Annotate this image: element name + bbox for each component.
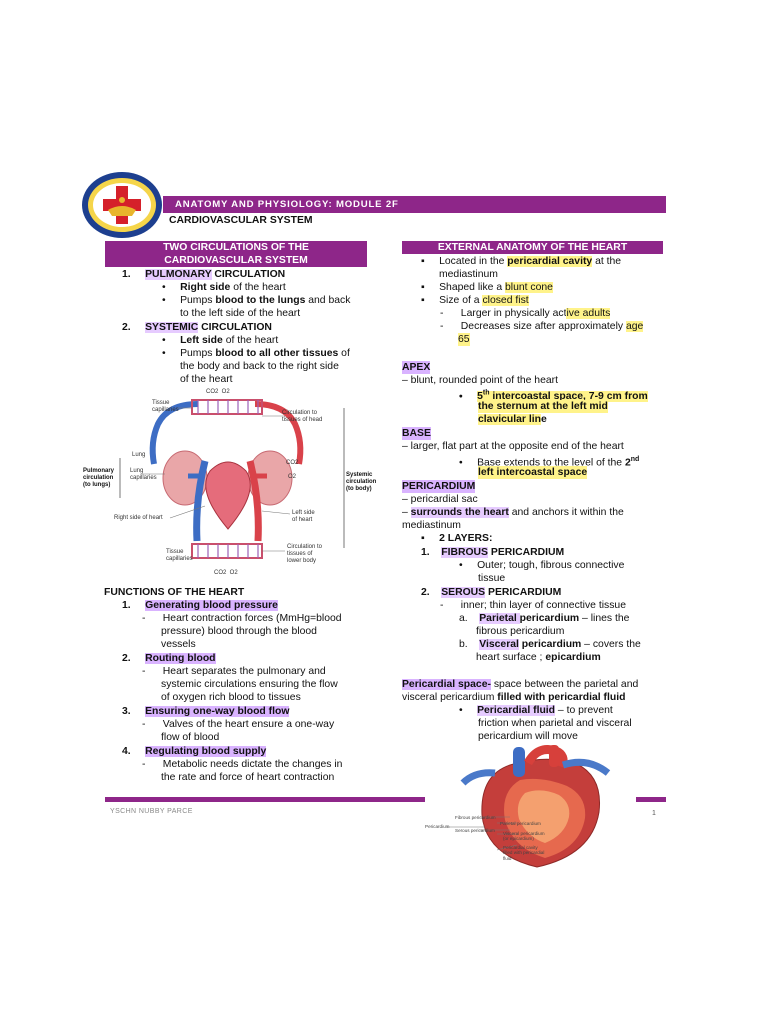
fig-label-circulation-lower-body: Circulation to tissues of lower body [287, 544, 323, 564]
function-1-desc2: pressure) blood through the blood [161, 626, 317, 637]
fig-label-lung: Lung [132, 452, 146, 458]
base-desc: – larger, flat part at the opposite end … [402, 441, 624, 452]
function-3-desc1: - Valves of the heart ensure a one-way [142, 719, 335, 730]
visceral-item-cont: heart surface ; epicardium [476, 652, 601, 663]
apex-bullet-cont1: the sternum at the left mid [478, 400, 608, 414]
function-2: 2. Routing blood [122, 653, 216, 664]
function-4-desc2: the rate and force of heart contraction [161, 772, 335, 783]
function-4: 4. Regulating blood supply [122, 746, 267, 757]
base-heading: BASE [402, 427, 431, 441]
layer-2-serous: 2. SEROUS PERICARDIUM [421, 587, 562, 598]
bullet-size: ▪ Size of a closed fist [421, 295, 529, 306]
dash-larger: - Larger in physically active adults [440, 308, 611, 319]
page-subtitle: CARDIOVASCULAR SYSTEM [169, 215, 313, 226]
section-header-circulations: TWO CIRCULATIONS OF THE CARDIOVASCULAR S… [105, 241, 367, 267]
fig-label-co2-o2-bottom: CO2 O2 [214, 570, 238, 576]
pericardium-desc2: – surrounds the heart and anchors it wit… [402, 507, 624, 518]
fig-label-systemic-circulation: Systemic circulation (to body) [346, 472, 377, 492]
module-header-bar [163, 196, 666, 213]
pericardium-heading: PERICARDIUM [402, 480, 476, 494]
fig2-label-visceral: Visceral pericardium (or epicardium) [503, 831, 545, 842]
function-2-desc3: of oxygen rich blood to tissues [161, 692, 301, 703]
fig2-label-cavity: Pericardial cavity filled with pericardi… [503, 845, 545, 861]
apex-heading: APEX [402, 361, 431, 375]
fig-label-pulmonary-circulation: Pulmonary circulation (to lungs) [83, 468, 115, 488]
pericardial-fluid-cont1: friction when parietal and visceral [478, 718, 632, 729]
pericardial-space-cont: visceral pericardium filled with pericar… [402, 692, 626, 703]
apex-bullet: • 5th intercoastal space, 7-9 cm from [459, 390, 648, 403]
function-2-desc1: - Heart separates the pulmonary and [142, 666, 326, 677]
parietal-item-cont: fibrous pericardium [476, 626, 565, 637]
parietal-item: a. Parietal pericardium – lines the [459, 613, 630, 624]
fig-label-co2-o2-top: CO2 O2 [206, 389, 230, 395]
layer-1-desc2: tissue [478, 573, 506, 584]
layer-1-desc1: • Outer; tough, fibrous connective [459, 560, 625, 571]
fig2-label-serous: Serous pericardium [455, 828, 495, 833]
footer-bar-right [636, 797, 666, 802]
bullet-pumps-lungs: • Pumps blood to the lungs and back [162, 295, 351, 306]
fig-label-left-side-heart: Left side of heart [292, 510, 315, 523]
fig-label-tissue-capillaries-bottom: Tissue capillaries [166, 549, 193, 562]
bullet-pumps-tissues: • Pumps blood to all other tissues of [162, 348, 350, 359]
fig-label-o2-right: O2 [288, 474, 297, 480]
bullet-pumps-lungs-cont: to the left side of the heart [180, 308, 301, 319]
base-bullet: • Base extends to the level of the 2nd [459, 456, 640, 469]
function-1-desc1: - Heart contraction forces (MmHg=blood [142, 613, 342, 624]
dash-decreases-cont: 65 [458, 333, 470, 347]
bullet-right-side: • Right side of the heart [162, 282, 286, 293]
pericardial-space: Pericardial space- space between the par… [402, 679, 639, 690]
fig2-label-fibrous: Fibrous pericardium [455, 815, 496, 820]
bullet-located-cont: mediastinum [439, 269, 498, 280]
pericardium-desc1: – pericardial sac [402, 494, 478, 505]
function-3-desc2: flow of blood [161, 732, 220, 743]
circulation-diagram: Tissue capillaries CO2 O2 Circulation to… [80, 386, 380, 582]
function-4-desc1: - Metabolic needs dictate the changes in [142, 759, 343, 770]
bullet-shaped: ▪ Shaped like a blunt cone [421, 282, 553, 293]
pericardium-diagram: Fibrous pericardium Parietal pericardium… [425, 745, 640, 869]
function-2-desc2: systemic circulations ensuring the flow [161, 679, 338, 690]
layer-1-fibrous: 1. FIBROUS PERICARDIUM [421, 547, 565, 558]
list-item-systemic: 2. SYSTEMIC CIRCULATION [122, 322, 272, 333]
fig-label-right-side-heart: Right side of heart [114, 515, 163, 521]
layer-2-desc: - inner; thin layer of connective tissue [440, 600, 626, 611]
bullet-located: ▪ Located in the pericardial cavity at t… [421, 256, 622, 267]
dash-decreases: - Decreases size after approximately age [440, 321, 644, 332]
footer-bar [105, 797, 425, 802]
fig2-label-pericardium: Pericardium [425, 824, 450, 829]
base-bullet-cont: left intercoastal space [478, 466, 588, 480]
bullet-pumps-tissues-cont2: of the heart [180, 374, 233, 385]
fig-label-circulation-head: Circulation to tissues of head [282, 410, 323, 423]
pericardial-fluid-bullet: • Pericardial fluid – to prevent [459, 705, 613, 716]
pericardium-desc3: mediastinum [402, 520, 461, 531]
fig-label-lung-capillaries: Lung capillaries [130, 468, 157, 481]
fig2-label-parietal: Parietal pericardium [500, 821, 541, 826]
university-seal-logo [80, 170, 164, 240]
page-number: 1 [652, 810, 656, 817]
pericardial-fluid-cont2: pericardium will move [478, 731, 578, 742]
apex-bullet-cont2: clavicular line [478, 414, 547, 425]
fig-label-co2-right: CO2 [286, 460, 299, 466]
functions-heading: FUNCTIONS OF THE HEART [104, 587, 245, 598]
list-item-pulmonary: 1. PULMONARY CIRCULATION [122, 269, 286, 280]
footer-author: YSCHN NUBBY PARCE [110, 808, 193, 815]
module-title: ANATOMY AND PHYSIOLOGY: MODULE 2F [175, 199, 399, 210]
section-header-external-anatomy: EXTERNAL ANATOMY OF THE HEART [402, 241, 663, 254]
fig-label-tissue-capillaries-top: Tissue capillaries [152, 400, 179, 413]
layers-bullet: ▪ 2 LAYERS: [421, 533, 493, 544]
apex-desc: – blunt, rounded point of the heart [402, 375, 558, 386]
bullet-pumps-tissues-cont1: the body and back to the right side [180, 361, 339, 372]
bullet-left-side: • Left side of the heart [162, 335, 279, 346]
visceral-item: b. Visceral pericardium – covers the [459, 639, 641, 650]
function-3: 3. Ensuring one-way blood flow [122, 706, 290, 717]
function-1: 1. Generating blood pressure [122, 600, 278, 611]
function-1-desc3: vessels [161, 639, 196, 650]
